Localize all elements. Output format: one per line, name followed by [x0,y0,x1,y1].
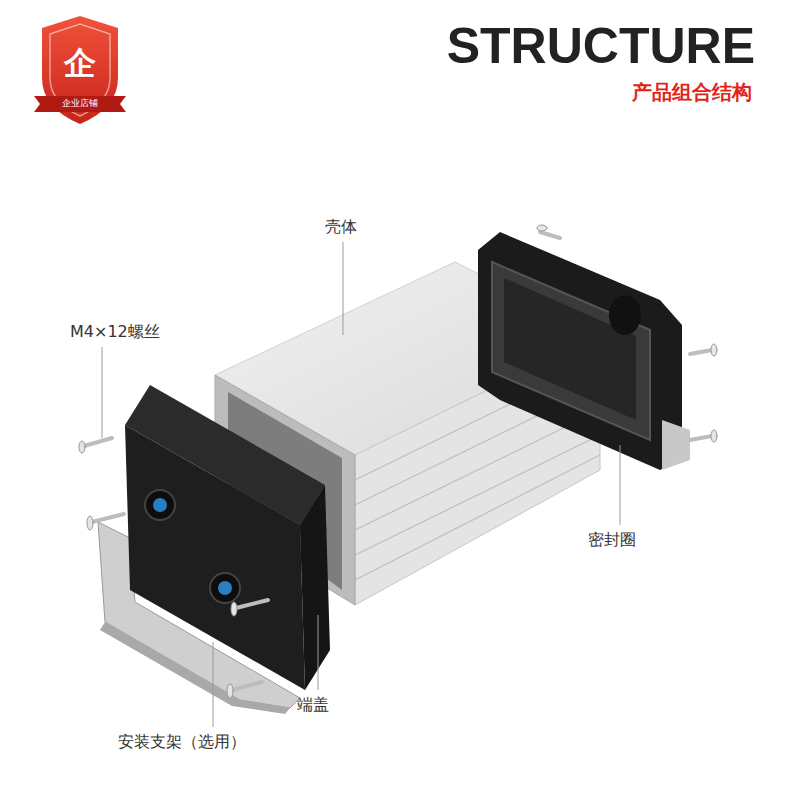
right-end-cap [478,232,690,470]
part-name: 壳体 [325,217,357,236]
part-name: 安装支架（选用） [118,732,246,751]
part-name: 密封圈 [588,530,636,549]
leader-lines [102,242,620,727]
page-subtitle: 产品组合结构 [632,80,752,104]
badge-character: 企 [64,44,96,82]
screws [79,225,717,698]
shop-badge [34,16,126,124]
page-title: STRUCTURE [447,16,755,76]
badge-ribbon-text: 企业店铺 [62,98,98,109]
part-name: M4×12螺丝 [70,322,160,341]
left-end-cap [125,385,330,690]
part-name: 端盖 [297,695,329,714]
